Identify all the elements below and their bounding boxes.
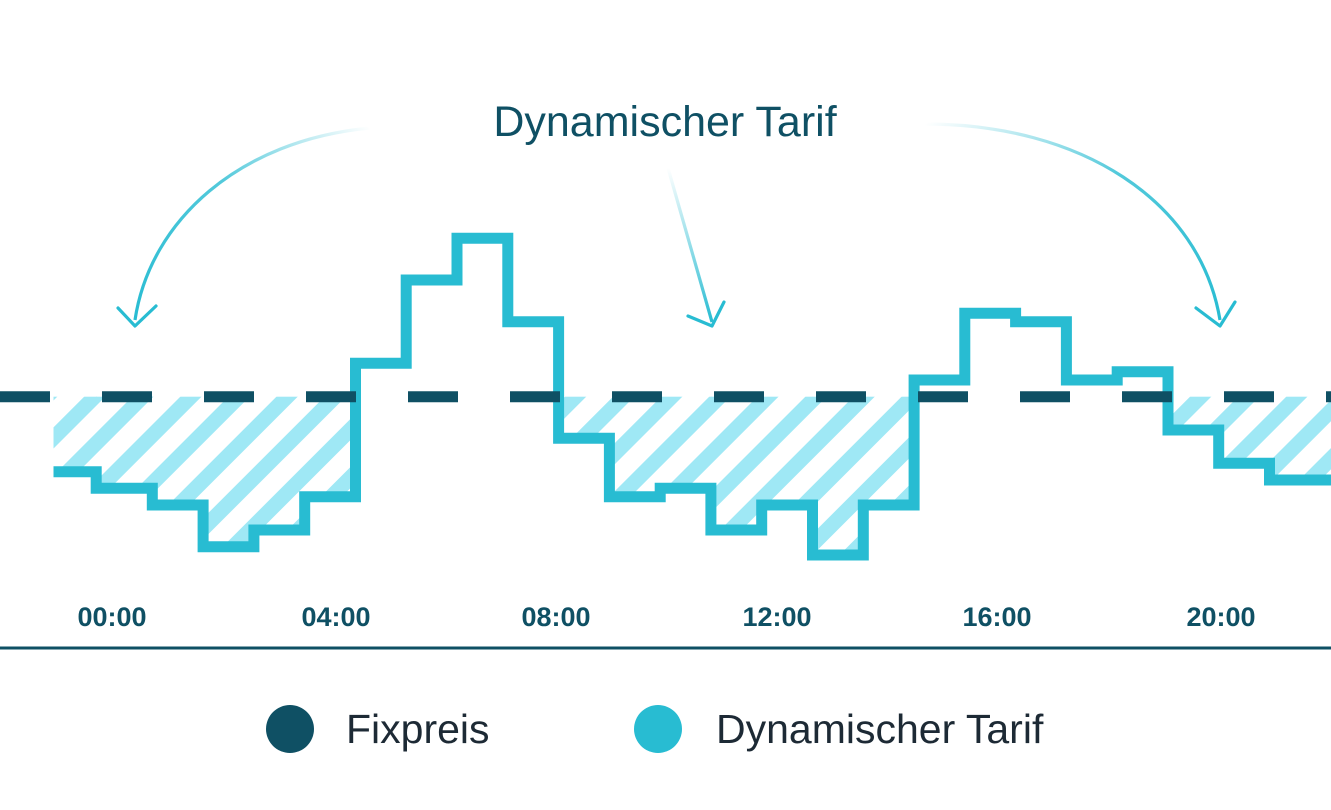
chart-title: Dynamischer Tarif: [493, 98, 837, 146]
arrow-left-curve: [133, 126, 371, 321]
hatch-segment: [253, 396, 306, 530]
hatch-segment: [53, 396, 97, 472]
hatch-segment: [609, 396, 661, 497]
hatch-segment: [1168, 396, 1220, 430]
hatched-area-below-fixpreis: [53, 396, 1331, 555]
x-tick-label: 16:00: [962, 602, 1031, 632]
hatch-segment: [304, 396, 357, 497]
hatch-segment: [152, 396, 204, 505]
hatch-segment: [203, 396, 255, 547]
x-tick-label: 08:00: [521, 602, 590, 632]
arrow-middle-head: [686, 300, 726, 328]
x-tick-label: 20:00: [1186, 602, 1255, 632]
hatch-segment: [863, 396, 915, 505]
legend-marker-fixpreis: [266, 705, 314, 753]
arrow-right-head: [1194, 300, 1237, 328]
x-tick-label: 12:00: [742, 602, 811, 632]
arrow-middle-line: [666, 167, 714, 323]
x-axis-ticks: 00:00 04:00 08:00 12:00 16:00 20:00: [77, 602, 1255, 632]
legend-label-dynamischer-tarif: Dynamischer Tarif: [716, 706, 1044, 752]
series-line-dynamischer-tarif: [53, 232, 1331, 561]
hatch-segment: [710, 396, 763, 530]
legend-label-fixpreis: Fixpreis: [346, 706, 490, 752]
hatch-segment: [1218, 396, 1271, 464]
annotation-arrows: [116, 122, 1237, 328]
x-tick-label: 00:00: [77, 602, 146, 632]
legend-marker-dynamischer-tarif: [634, 705, 682, 753]
x-tick-label: 04:00: [301, 602, 370, 632]
hatch-segment: [96, 396, 153, 489]
arrow-right-curve: [924, 122, 1222, 321]
hatch-segment: [660, 396, 712, 489]
hatch-segment: [558, 396, 610, 439]
arrow-left-head: [116, 304, 158, 328]
series-layer: [53, 232, 1331, 561]
hatch-segment: [812, 396, 864, 555]
hatch-segment: [761, 396, 814, 505]
hatch-segment: [1269, 396, 1331, 480]
legend: Fixpreis Dynamischer Tarif: [266, 705, 1044, 753]
